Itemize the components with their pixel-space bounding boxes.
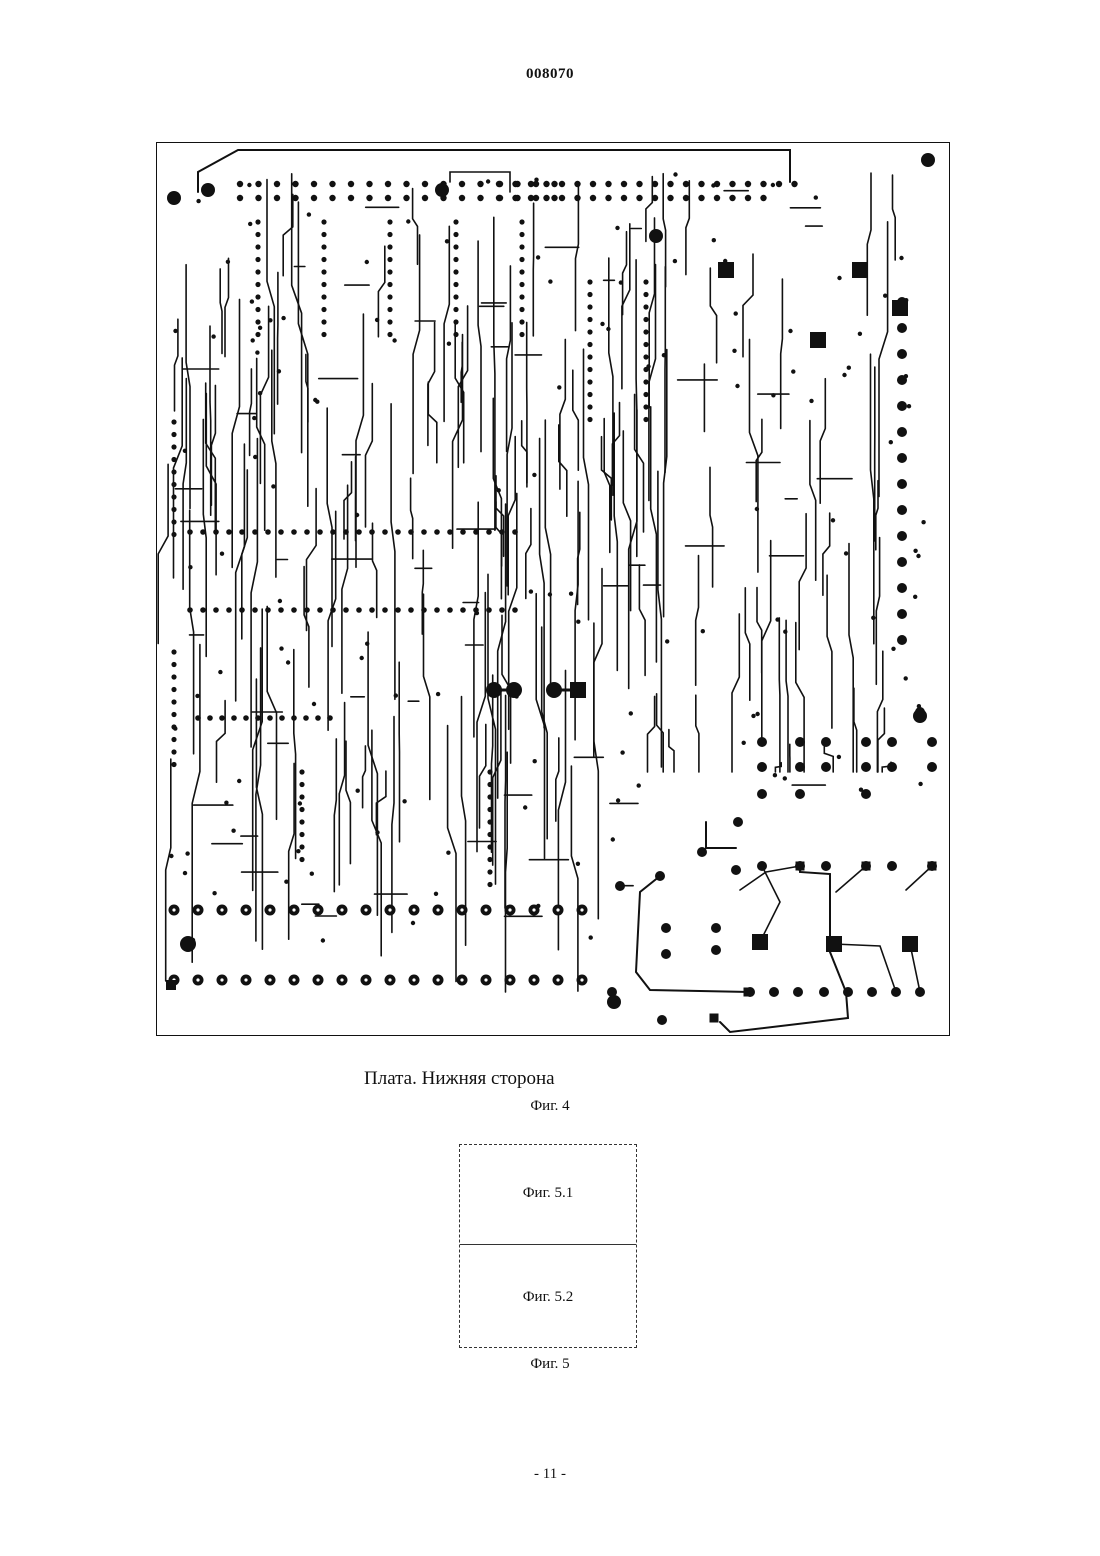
figure-5-2-cell: Фиг. 5.2 [460,1289,636,1306]
figure-5-label: Фиг. 5 [0,1356,1100,1373]
figure-4-caption: Плата. Нижняя сторона [364,1068,555,1090]
page-number: - 11 - [0,1466,1100,1483]
figure-5-divider [460,1244,636,1245]
pcb-bottom-side-image [150,132,960,1044]
document-number: 008070 [0,66,1100,83]
pcb-figure [150,132,960,1044]
figure-5-layout-box: Фиг. 5.1 Фиг. 5.2 [459,1144,637,1348]
figure-5-1-cell: Фиг. 5.1 [460,1185,636,1202]
figure-4-label: Фиг. 4 [0,1098,1100,1115]
